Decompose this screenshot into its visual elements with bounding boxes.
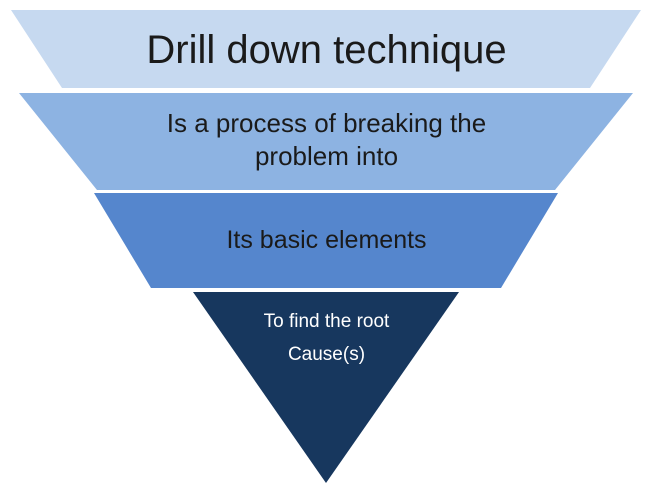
pyramid-level-1-shape xyxy=(11,10,641,88)
pyramid-level-4-shape xyxy=(193,292,459,483)
pyramid-level-3-shape xyxy=(94,193,558,288)
pyramid-level-2-shape xyxy=(19,93,633,190)
